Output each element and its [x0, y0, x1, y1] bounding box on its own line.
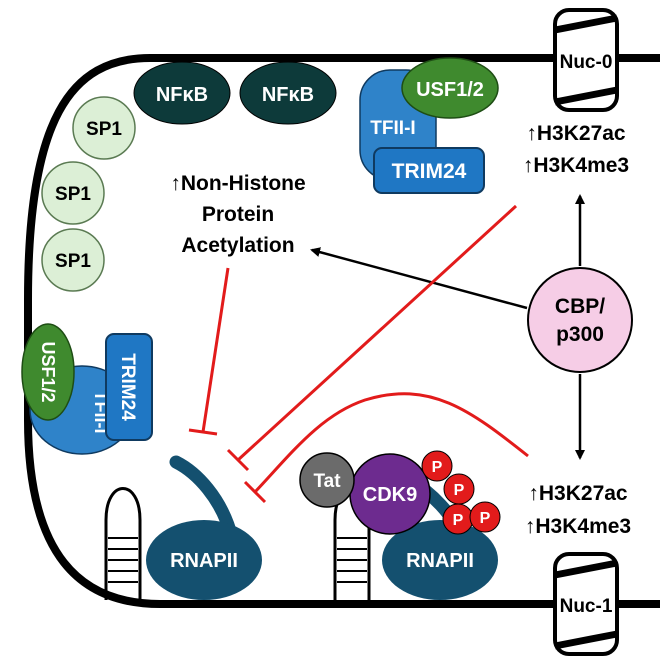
- dna-loop: [24, 54, 560, 608]
- nfkb-1: NFκB: [133, 61, 231, 125]
- svg-text:P: P: [454, 482, 465, 499]
- rnapii-left: RNAPII: [146, 455, 262, 600]
- svg-text:RNAPII: RNAPII: [170, 550, 238, 572]
- svg-text:SP1: SP1: [55, 184, 91, 205]
- nonhistone-line-2: Protein: [202, 203, 274, 226]
- cdk9: CDK9: [349, 453, 431, 535]
- svg-text:SP1: SP1: [55, 251, 91, 272]
- svg-text:TRIM24: TRIM24: [392, 160, 467, 183]
- tat: Tat: [299, 452, 355, 508]
- nfkb-2: NFκB: [239, 61, 337, 125]
- svg-text:P: P: [432, 459, 443, 476]
- svg-text:P: P: [453, 512, 464, 529]
- phospho-3: P: [442, 503, 474, 535]
- nucleosome-nuc1: Nuc-1: [553, 552, 619, 656]
- left-tfii-complex: TFII-I USF1/2 TRIM24: [21, 323, 153, 455]
- svg-text:RNAPII: RNAPII: [406, 550, 474, 572]
- svg-text:P: P: [480, 510, 491, 527]
- svg-text:CDK9: CDK9: [363, 484, 417, 506]
- nonhistone-line-1: ↑Non-Histone: [170, 172, 305, 195]
- svg-text:USF1/2: USF1/2: [38, 341, 58, 402]
- usf-top: [401, 57, 499, 119]
- svg-text:TFII-I: TFII-I: [370, 118, 415, 139]
- bottom-mark-h3k4me3: ↑H3K4me3: [525, 515, 631, 538]
- top-tfii-complex: TFII-I TRIM24 USF1/2: [359, 57, 499, 194]
- arrow-to-nonhistone: [310, 247, 528, 310]
- svg-text:NFκB: NFκB: [156, 84, 208, 106]
- svg-text:p300: p300: [556, 323, 604, 346]
- bottom-mark-h3k27ac: ↑H3K27ac: [528, 482, 628, 505]
- svg-text:CBP/: CBP/: [555, 295, 605, 318]
- trim24-left: [105, 333, 153, 441]
- inhibit-from-bottom-marks: [243, 392, 529, 504]
- inhibit-from-nonhistone: [188, 267, 230, 436]
- tar-stem-loop-left: [104, 487, 142, 600]
- trim24-top: [373, 147, 485, 194]
- nuc1-label: Nuc-1: [560, 596, 613, 617]
- nonhistone-line-3: Acetylation: [181, 234, 294, 257]
- nucleosome-nuc0: Nuc-0: [553, 8, 619, 112]
- phospho-4: P: [469, 501, 501, 533]
- svg-text:Tat: Tat: [313, 471, 341, 492]
- top-mark-h3k4me3: ↑H3K4me3: [523, 154, 629, 177]
- usf-left: [21, 323, 75, 421]
- top-mark-h3k27ac: ↑H3K27ac: [526, 122, 626, 145]
- nuc0-label: Nuc-0: [560, 52, 613, 73]
- phospho-1: P: [421, 450, 453, 482]
- phospho-2: P: [443, 473, 475, 505]
- cbp-p300: CBP/ p300: [527, 267, 633, 373]
- svg-text:NFκB: NFκB: [262, 84, 314, 106]
- svg-text:TRIM24: TRIM24: [117, 353, 138, 421]
- svg-text:SP1: SP1: [86, 119, 122, 140]
- sp1-a: SP1: [72, 96, 136, 160]
- svg-text:USF1/2: USF1/2: [416, 79, 484, 101]
- sp1-b: SP1: [41, 161, 105, 225]
- sp1-c: SP1: [41, 228, 105, 292]
- inhibit-from-top-marks: [226, 204, 518, 472]
